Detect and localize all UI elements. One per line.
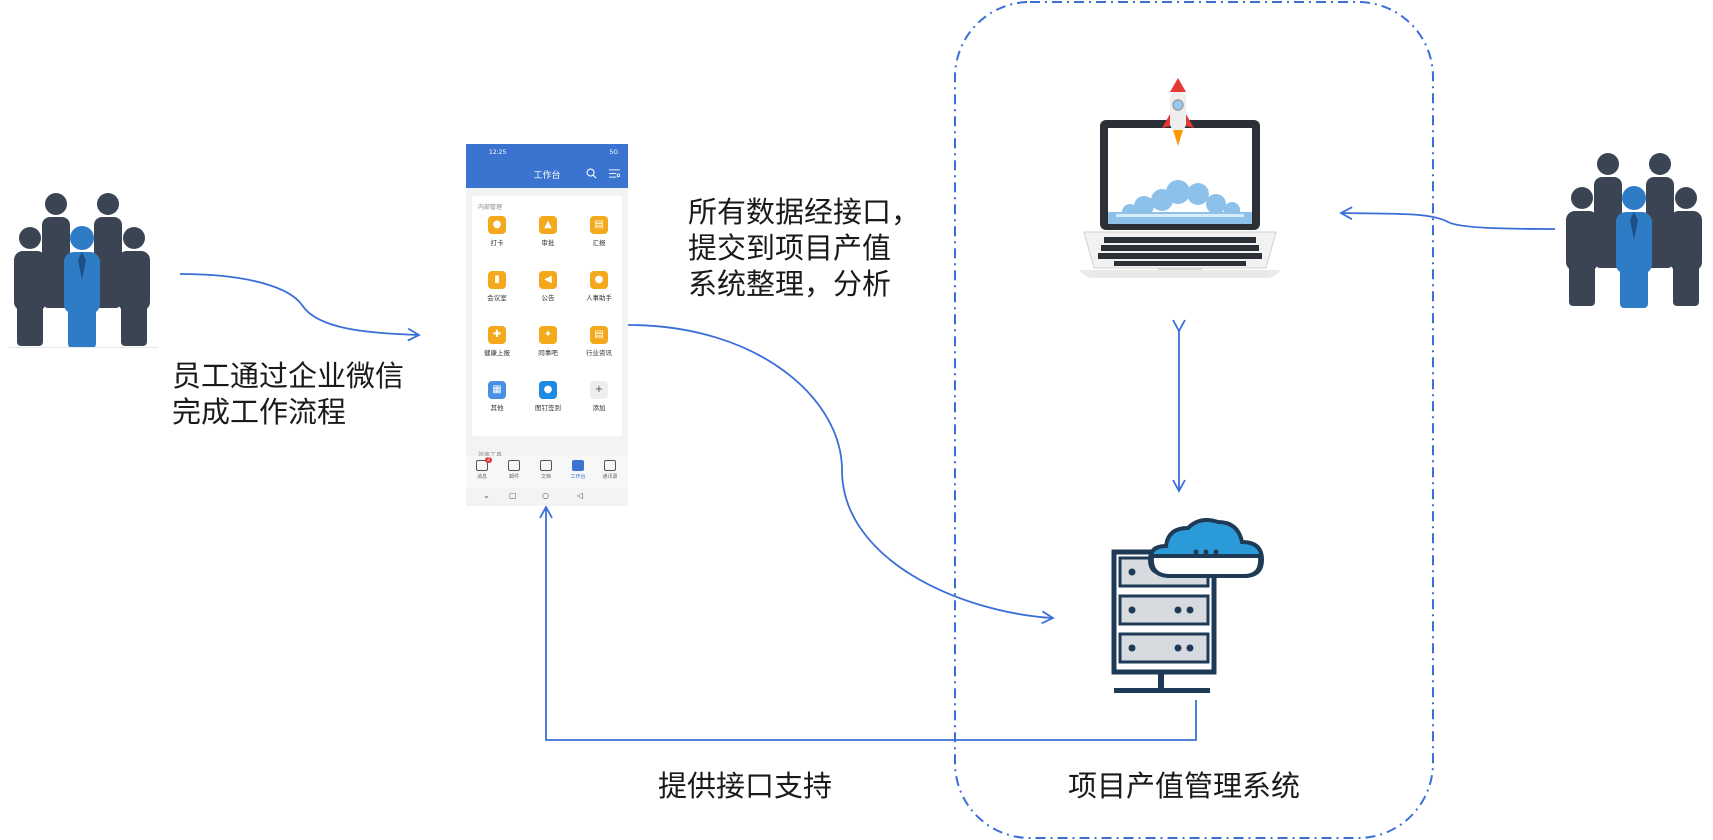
app-megaphone[interactable]: ◀ 公告: [523, 271, 573, 302]
settings-icon[interactable]: [609, 169, 620, 178]
app-news[interactable]: ▤ 行业资讯: [574, 326, 624, 357]
report-icon: ▤: [590, 216, 608, 234]
status-network: 5G: [609, 149, 618, 156]
tab-4[interactable]: 通讯录: [594, 460, 626, 480]
app-label: 行业资讯: [586, 349, 612, 357]
group-icon: ✦: [539, 326, 557, 344]
app-location[interactable]: ● 打卡: [472, 216, 522, 247]
tab-label: 通讯录: [602, 474, 618, 480]
android-navbar: ⌄ ▢ ○ ◁: [466, 488, 628, 506]
app-label: 会议室: [487, 294, 507, 302]
app-stamp[interactable]: ▲ 审批: [523, 216, 573, 247]
tab-icon: [572, 460, 584, 471]
app-label: 同事吧: [538, 349, 558, 357]
unread-badge: 2: [485, 457, 493, 463]
tab-1[interactable]: 邮件: [498, 460, 530, 480]
caption-data-submit: 所有数据经接口， 提交到项目产值 系统整理，分析: [688, 194, 920, 302]
status-time: 12:25: [489, 149, 507, 156]
tab-3[interactable]: 工作台: [562, 460, 594, 480]
tab-label: 工作台: [570, 474, 586, 480]
person-icon: ●: [590, 271, 608, 289]
search-icon[interactable]: [586, 168, 597, 179]
employees-group-right: [1566, 153, 1702, 308]
app-person[interactable]: ● 人事助手: [574, 271, 624, 302]
app-door[interactable]: ▮ 会议室: [472, 271, 522, 302]
arrow-employees-to-phone: [179, 273, 421, 342]
app-label: 添加: [592, 404, 606, 412]
app-plus[interactable]: + 添加: [574, 381, 624, 412]
app-label: 人事助手: [586, 294, 612, 302]
stamp-icon: ▲: [539, 216, 557, 234]
plus-icon: +: [590, 381, 608, 399]
caption-line: 员工通过企业微信: [172, 359, 405, 393]
caption-line: 提交到项目产值: [688, 231, 892, 265]
app-label: 审批: [541, 239, 555, 247]
phone-tabbar: 消息 2 邮件 文档 工作台 通讯录: [466, 456, 628, 488]
caption-line: 完成工作流程: [172, 395, 347, 429]
tab-label: 文档: [540, 474, 551, 480]
caption-line: 系统整理，分析: [688, 267, 892, 301]
tab-icon: [508, 460, 520, 471]
tab-0[interactable]: 消息 2: [466, 457, 498, 480]
tab-2[interactable]: 文档: [530, 460, 562, 480]
phone-title: 工作台: [533, 171, 561, 181]
tab-icon: [604, 460, 616, 471]
wecom-phone-screen: 12:25 5G 工作台 内部管理 ● 打卡 ▲ 审批 ▤ 汇报 ▮ 会议室 ◀ 公告 ● 人事助手 ✚…: [466, 144, 628, 506]
arrow-group-to-laptop: [1339, 206, 1556, 230]
app-group[interactable]: ✦ 同事吧: [523, 326, 573, 357]
app-report[interactable]: ▤ 汇报: [574, 216, 624, 247]
caption-system-name: 项目产值管理系统: [1068, 769, 1301, 803]
nav-back-icon[interactable]: ◁: [577, 491, 584, 500]
employees-group-left: [8, 193, 158, 348]
megaphone-icon: ◀: [539, 271, 557, 289]
grid-icon: ▦: [488, 381, 506, 399]
arrow-server-to-phone: [539, 505, 1197, 741]
app-label: 公告: [541, 294, 555, 302]
section-internal-label: 内部管理: [478, 204, 503, 211]
laptop-rocket-icon: [1080, 78, 1280, 278]
phone-header: 12:25 5G 工作台: [466, 144, 628, 188]
news-icon: ▤: [590, 326, 608, 344]
app-label: 图钉签到: [535, 404, 561, 412]
nav-down-icon[interactable]: ⌄: [483, 491, 490, 500]
tab-icon: [476, 460, 488, 471]
app-grid[interactable]: ▦ 其他: [472, 381, 522, 412]
app-pin[interactable]: ● 图钉签到: [523, 381, 573, 412]
location-icon: ●: [488, 216, 506, 234]
app-label: 健康上报: [484, 349, 510, 357]
tab-label: 邮件: [508, 474, 519, 480]
app-health[interactable]: ✚ 健康上报: [472, 326, 522, 357]
app-label: 其他: [490, 404, 504, 412]
tab-label: 消息: [476, 474, 487, 480]
cloud-server-icon: [1111, 518, 1265, 693]
section-tools-label: 效率工具: [478, 450, 502, 459]
caption-employees-workflow: 员工通过企业微信 完成工作流程: [172, 358, 404, 430]
app-label: 打卡: [490, 239, 504, 247]
tab-icon: [540, 460, 552, 471]
app-label: 汇报: [592, 239, 606, 247]
caption-line: 所有数据经接口，: [688, 195, 921, 229]
health-icon: ✚: [488, 326, 506, 344]
nav-home-icon[interactable]: ○: [542, 491, 549, 500]
system-boundary: [954, 1, 1434, 839]
pin-icon: ●: [539, 381, 557, 399]
arrow-phone-to-server: [627, 324, 1055, 625]
nav-recent-icon[interactable]: ▢: [509, 491, 517, 500]
door-icon: ▮: [488, 271, 506, 289]
caption-interface-support: 提供接口支持: [658, 769, 833, 803]
